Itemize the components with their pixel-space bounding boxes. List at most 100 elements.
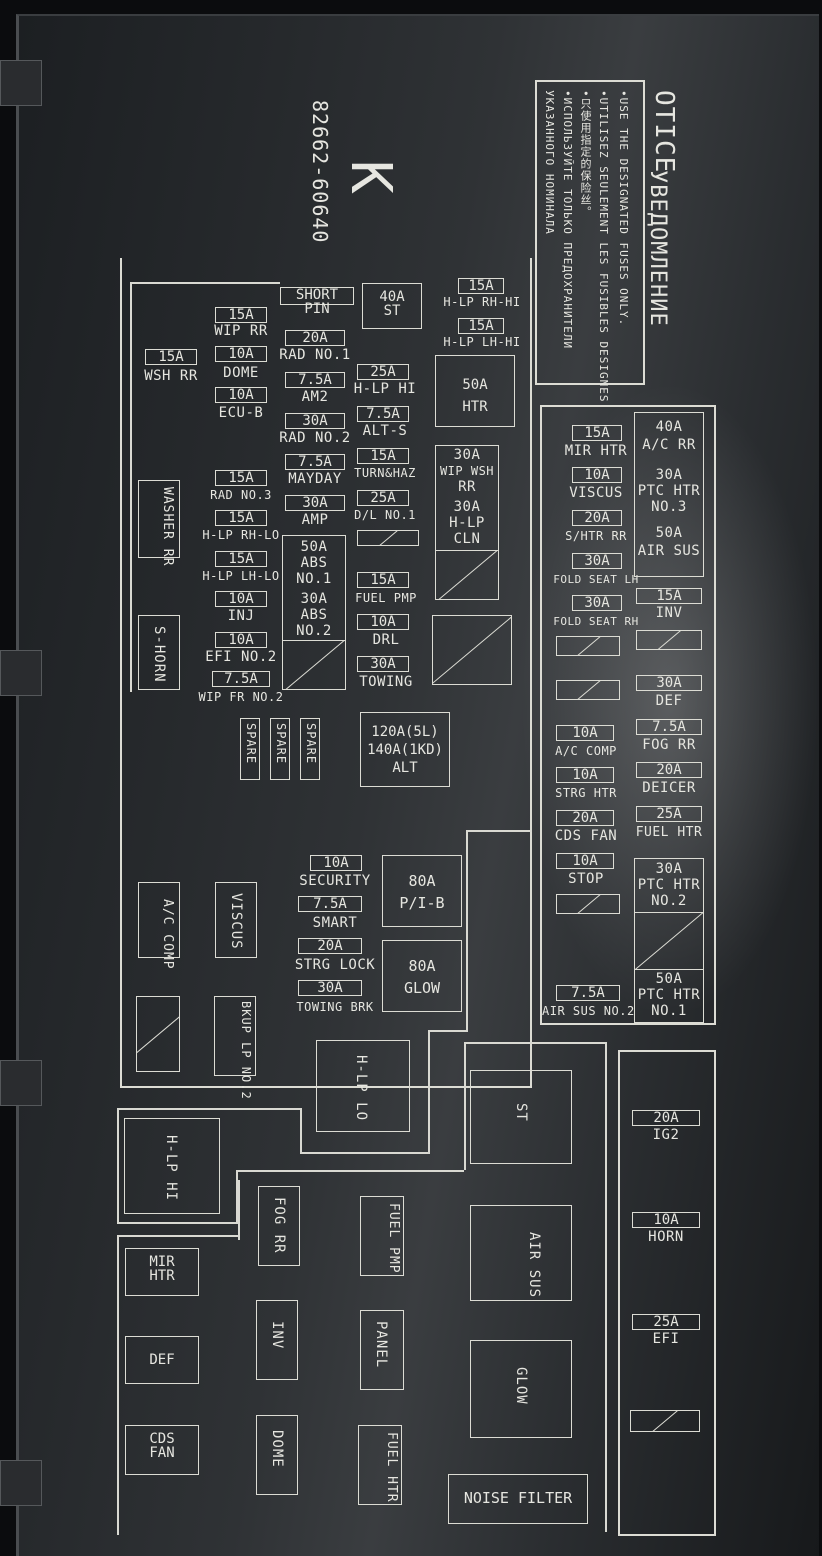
relay-panel: PANEL [360, 1310, 404, 1390]
fuse-rating: 10A [556, 853, 614, 869]
relay-fuel-htr: FUEL HTR [358, 1425, 402, 1505]
relay-mir-htr: MIR HTR [125, 1248, 199, 1296]
relay-label: BKUP LP NO.2 [239, 1001, 253, 1100]
relay-air-sus: AIR SUS [470, 1205, 572, 1301]
fuse-name: AIR SUS NO.2 [542, 1004, 635, 1018]
relay-hlp-hi: H-LP HI [124, 1118, 220, 1214]
empty-slot [435, 550, 499, 600]
relay-label: MIR HTR [149, 1254, 175, 1284]
outline [428, 1030, 468, 1032]
fuse-rating: 30A [453, 447, 481, 463]
fuse-name: EFI NO.2 [205, 649, 277, 665]
fuse-rating: 30A [636, 675, 702, 691]
outline [238, 1180, 240, 1240]
short-pin-label: SHORT PIN [280, 287, 354, 316]
fuse-name: TURN&HAZ [354, 466, 416, 480]
fuse-rating: 120A(5L) [371, 724, 439, 740]
lid-hinge [0, 1060, 42, 1106]
fuse-rating: 25A [357, 364, 409, 380]
fuse-name: INV [655, 605, 683, 621]
fuse-name: ALT [392, 760, 418, 776]
fuse-rating: 25A [636, 806, 702, 822]
fuse-rating: 140A(1KD) [367, 742, 443, 758]
relay-label: ST [513, 1103, 529, 1122]
spare-label: SPARE [244, 723, 258, 765]
fuse-name: FOG RR [642, 737, 696, 753]
relay-label: DOME [269, 1430, 285, 1468]
fuse-name: NO.2 [651, 893, 687, 909]
outline [117, 1108, 302, 1110]
fuse-name: DOME [223, 365, 259, 381]
relay-def: DEF [125, 1336, 199, 1384]
empty-slot [357, 530, 419, 546]
fuse-rating: 30A [285, 495, 345, 511]
fuse-name: H-LP RH-LO [202, 528, 280, 542]
outline [236, 1170, 238, 1224]
relay-fuel-pmp: FUEL PMP [360, 1196, 404, 1276]
lid-hinge [0, 60, 42, 106]
fuse-rating: 40A [379, 289, 405, 305]
relay-label: INV [269, 1321, 285, 1350]
fuse-name: NO.1 [651, 1003, 687, 1019]
fuse-rating: 20A [636, 762, 702, 778]
empty-slot [136, 996, 180, 1072]
fuse-name: FUEL HTR [635, 825, 703, 840]
fuse-name: S/HTR RR [565, 529, 627, 543]
fuse-rating: 80A [408, 957, 436, 975]
fuse-rating: 30A [453, 499, 481, 515]
empty-slot [556, 894, 620, 914]
relay-s-horn: S-HORN [138, 615, 180, 690]
empty-slot [636, 630, 702, 650]
notice-line: •ИСПОЛЬЗУЙТЕ ТОЛЬКО ПРЕДОХРАНИТЕЛИ [561, 90, 574, 350]
fuse-rating: 15A [215, 470, 267, 486]
fuse-rating: 7.5A [556, 985, 620, 1001]
empty-slot [630, 1410, 700, 1432]
fuse-rating: 7.5A [212, 671, 270, 687]
notice-title-ru: УВЕДОМЛЕНИЕ [645, 170, 670, 327]
fuse-rating: 15A [458, 318, 504, 334]
fuse-name: AM2 [301, 389, 329, 405]
lid-hinge [0, 650, 42, 696]
fuse-name: STRG HTR [555, 786, 617, 800]
fuse-name: H-LP LH-LO [202, 569, 280, 583]
fuse-name: ABS [300, 555, 328, 571]
fuse-name: ST [383, 303, 401, 319]
fuse-rating: 40A [655, 419, 683, 435]
fuse-rating: 15A [458, 278, 504, 294]
fuse-name: RAD NO.1 [279, 347, 351, 363]
fuse-name: RAD NO.3 [210, 488, 272, 502]
empty-slot [556, 636, 620, 656]
relay-cds-fan: CDS FAN [125, 1425, 199, 1475]
fuse-name: DRL [372, 632, 400, 648]
fuse-name: H-LP LH-HI [443, 335, 521, 349]
notice-line: •只使用指定的保险丝。 [579, 90, 592, 218]
fuse-name: WSH RR [144, 368, 198, 384]
fuse-rating: 15A [215, 307, 267, 323]
fuse-rating: 10A [215, 632, 267, 648]
outline [130, 282, 132, 692]
fuse-rating: 10A [632, 1212, 700, 1228]
notice-title: OTICE [649, 90, 679, 174]
relay-label: WASHER RR [160, 487, 175, 567]
relay-label: FUEL PMP [386, 1203, 401, 1274]
fuse-name: PTC HTR [637, 483, 701, 499]
relay-viscus: VISCUS [215, 882, 257, 958]
relay-ac-comp: A/C COMP [138, 882, 180, 970]
fuse-name: CLN [453, 531, 481, 547]
fuse-name: ABS [300, 607, 328, 623]
inspection-mark: K [338, 160, 403, 195]
fuse-rating: 20A [285, 330, 345, 346]
fuse-name: A/C RR [642, 437, 696, 453]
outline [428, 1030, 430, 1152]
notice-box [535, 80, 645, 385]
fuse-box-lid [16, 14, 819, 1556]
relay-washer-rr: WASHER RR [138, 480, 180, 566]
fuse-block-right-top [634, 412, 704, 577]
fuse-name: AMP [301, 512, 329, 528]
fuse-name: DEF [655, 693, 683, 709]
right-fuse-area [540, 405, 716, 1025]
relay-fog-rr: FOG RR [258, 1186, 300, 1266]
fuse-rating: 20A [556, 810, 614, 826]
fuse-name: FOLD SEAT LH [553, 573, 639, 586]
